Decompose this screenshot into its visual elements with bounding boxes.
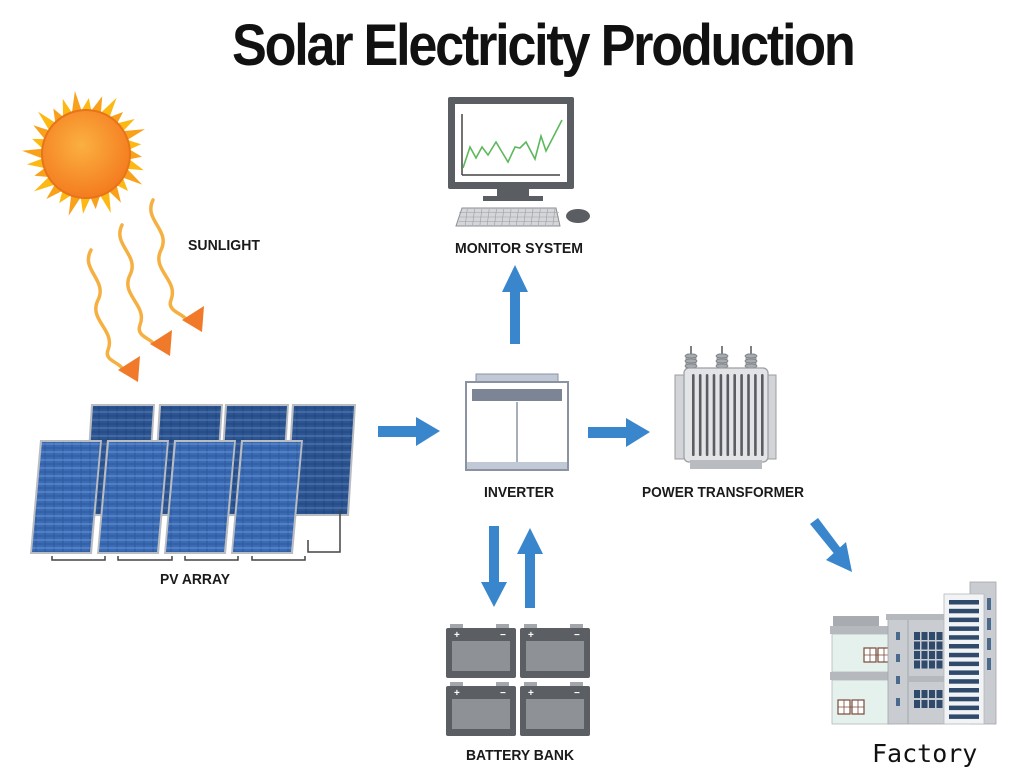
battery-positive-terminal: + bbox=[528, 688, 534, 699]
sun-flame bbox=[90, 195, 101, 210]
transformer-icon bbox=[674, 346, 777, 469]
sun-flame bbox=[100, 191, 111, 213]
battery-positive-terminal: + bbox=[454, 630, 460, 641]
sun-flame bbox=[116, 177, 128, 192]
sunlight-label: SUNLIGHT bbox=[188, 237, 260, 254]
monitor-chart-line bbox=[462, 119, 563, 169]
ray-arrowhead bbox=[182, 306, 204, 332]
battery-negative-terminal: − bbox=[500, 630, 506, 641]
sunlight-ray bbox=[118, 223, 154, 344]
sun-flame bbox=[71, 90, 82, 113]
transformer-fin bbox=[754, 374, 757, 456]
sun-flame bbox=[123, 129, 145, 140]
battery-negative-terminal: − bbox=[574, 630, 580, 641]
battery-negative-terminal: − bbox=[500, 688, 506, 699]
transformer-fin bbox=[692, 374, 695, 456]
sun-flame bbox=[109, 112, 124, 124]
factory-label: Factory bbox=[872, 739, 977, 768]
battery-cell: +− bbox=[520, 682, 590, 736]
sun-flame bbox=[26, 158, 45, 169]
transformer-fin bbox=[726, 374, 730, 456]
power-transformer-label: POWER TRANSFORMER bbox=[642, 484, 804, 501]
transformer-fin bbox=[712, 374, 716, 456]
computer-monitor-icon bbox=[448, 97, 590, 227]
sun-flame bbox=[32, 138, 45, 149]
sun-flame bbox=[127, 159, 144, 171]
transformer-fin bbox=[747, 374, 750, 456]
sunlight-arrowheads bbox=[118, 306, 204, 382]
inverter-icon bbox=[465, 373, 569, 471]
diagram-title: Solar Electricity Production bbox=[232, 13, 856, 78]
solar-panel-icon bbox=[30, 404, 356, 561]
battery-positive-terminal: + bbox=[454, 688, 460, 699]
sun-flame bbox=[53, 108, 63, 123]
pv-array-label: PV ARRAY bbox=[160, 571, 230, 588]
sun-flame bbox=[129, 149, 142, 160]
transformer-fin bbox=[740, 374, 743, 456]
sun-flame bbox=[62, 98, 72, 117]
sun-flame bbox=[80, 197, 91, 214]
sun-flame bbox=[81, 98, 92, 111]
sun-flame bbox=[34, 177, 55, 192]
battery-cell: +− bbox=[446, 624, 516, 678]
battery-cell: +− bbox=[520, 624, 590, 678]
battery-icon: +−+−+−+− bbox=[446, 624, 590, 736]
arrow-battery-to-inverter bbox=[517, 528, 543, 608]
sunlight-ray bbox=[149, 198, 187, 320]
arrow-inverter-to-monitor bbox=[502, 265, 528, 344]
sunlight-rays bbox=[86, 198, 187, 370]
inverter-label: INVERTER bbox=[484, 484, 554, 501]
sun-flame bbox=[68, 195, 81, 216]
sun-flame bbox=[127, 139, 142, 150]
sun-flame bbox=[91, 96, 103, 113]
transformer-fin bbox=[698, 374, 702, 456]
arrow-inverter-to-transformer bbox=[588, 418, 650, 447]
battery-positive-terminal: + bbox=[528, 630, 534, 641]
ray-arrowhead bbox=[118, 356, 140, 382]
transformer-fin bbox=[719, 374, 723, 456]
monitor-system-label: MONITOR SYSTEM bbox=[455, 240, 583, 257]
arrow-transformer-to-factory bbox=[810, 518, 852, 572]
sun-flame bbox=[22, 148, 43, 159]
building-icon bbox=[830, 581, 997, 725]
sun-flame bbox=[38, 111, 56, 131]
transformer-fin bbox=[761, 374, 764, 456]
transformer-fin bbox=[705, 374, 709, 456]
ray-arrowhead bbox=[150, 330, 172, 356]
sun-icon bbox=[22, 90, 145, 216]
arrow-pv-to-inverter bbox=[378, 417, 440, 446]
arrow-inverter-to-battery bbox=[481, 526, 507, 607]
battery-cell: +− bbox=[446, 682, 516, 736]
sunlight-ray bbox=[86, 248, 124, 370]
battery-bank-label: BATTERY BANK bbox=[466, 747, 574, 764]
sun-flame bbox=[101, 97, 117, 117]
battery-negative-terminal: − bbox=[574, 688, 580, 699]
sun-flame bbox=[123, 169, 143, 185]
transformer-fin bbox=[733, 374, 736, 456]
